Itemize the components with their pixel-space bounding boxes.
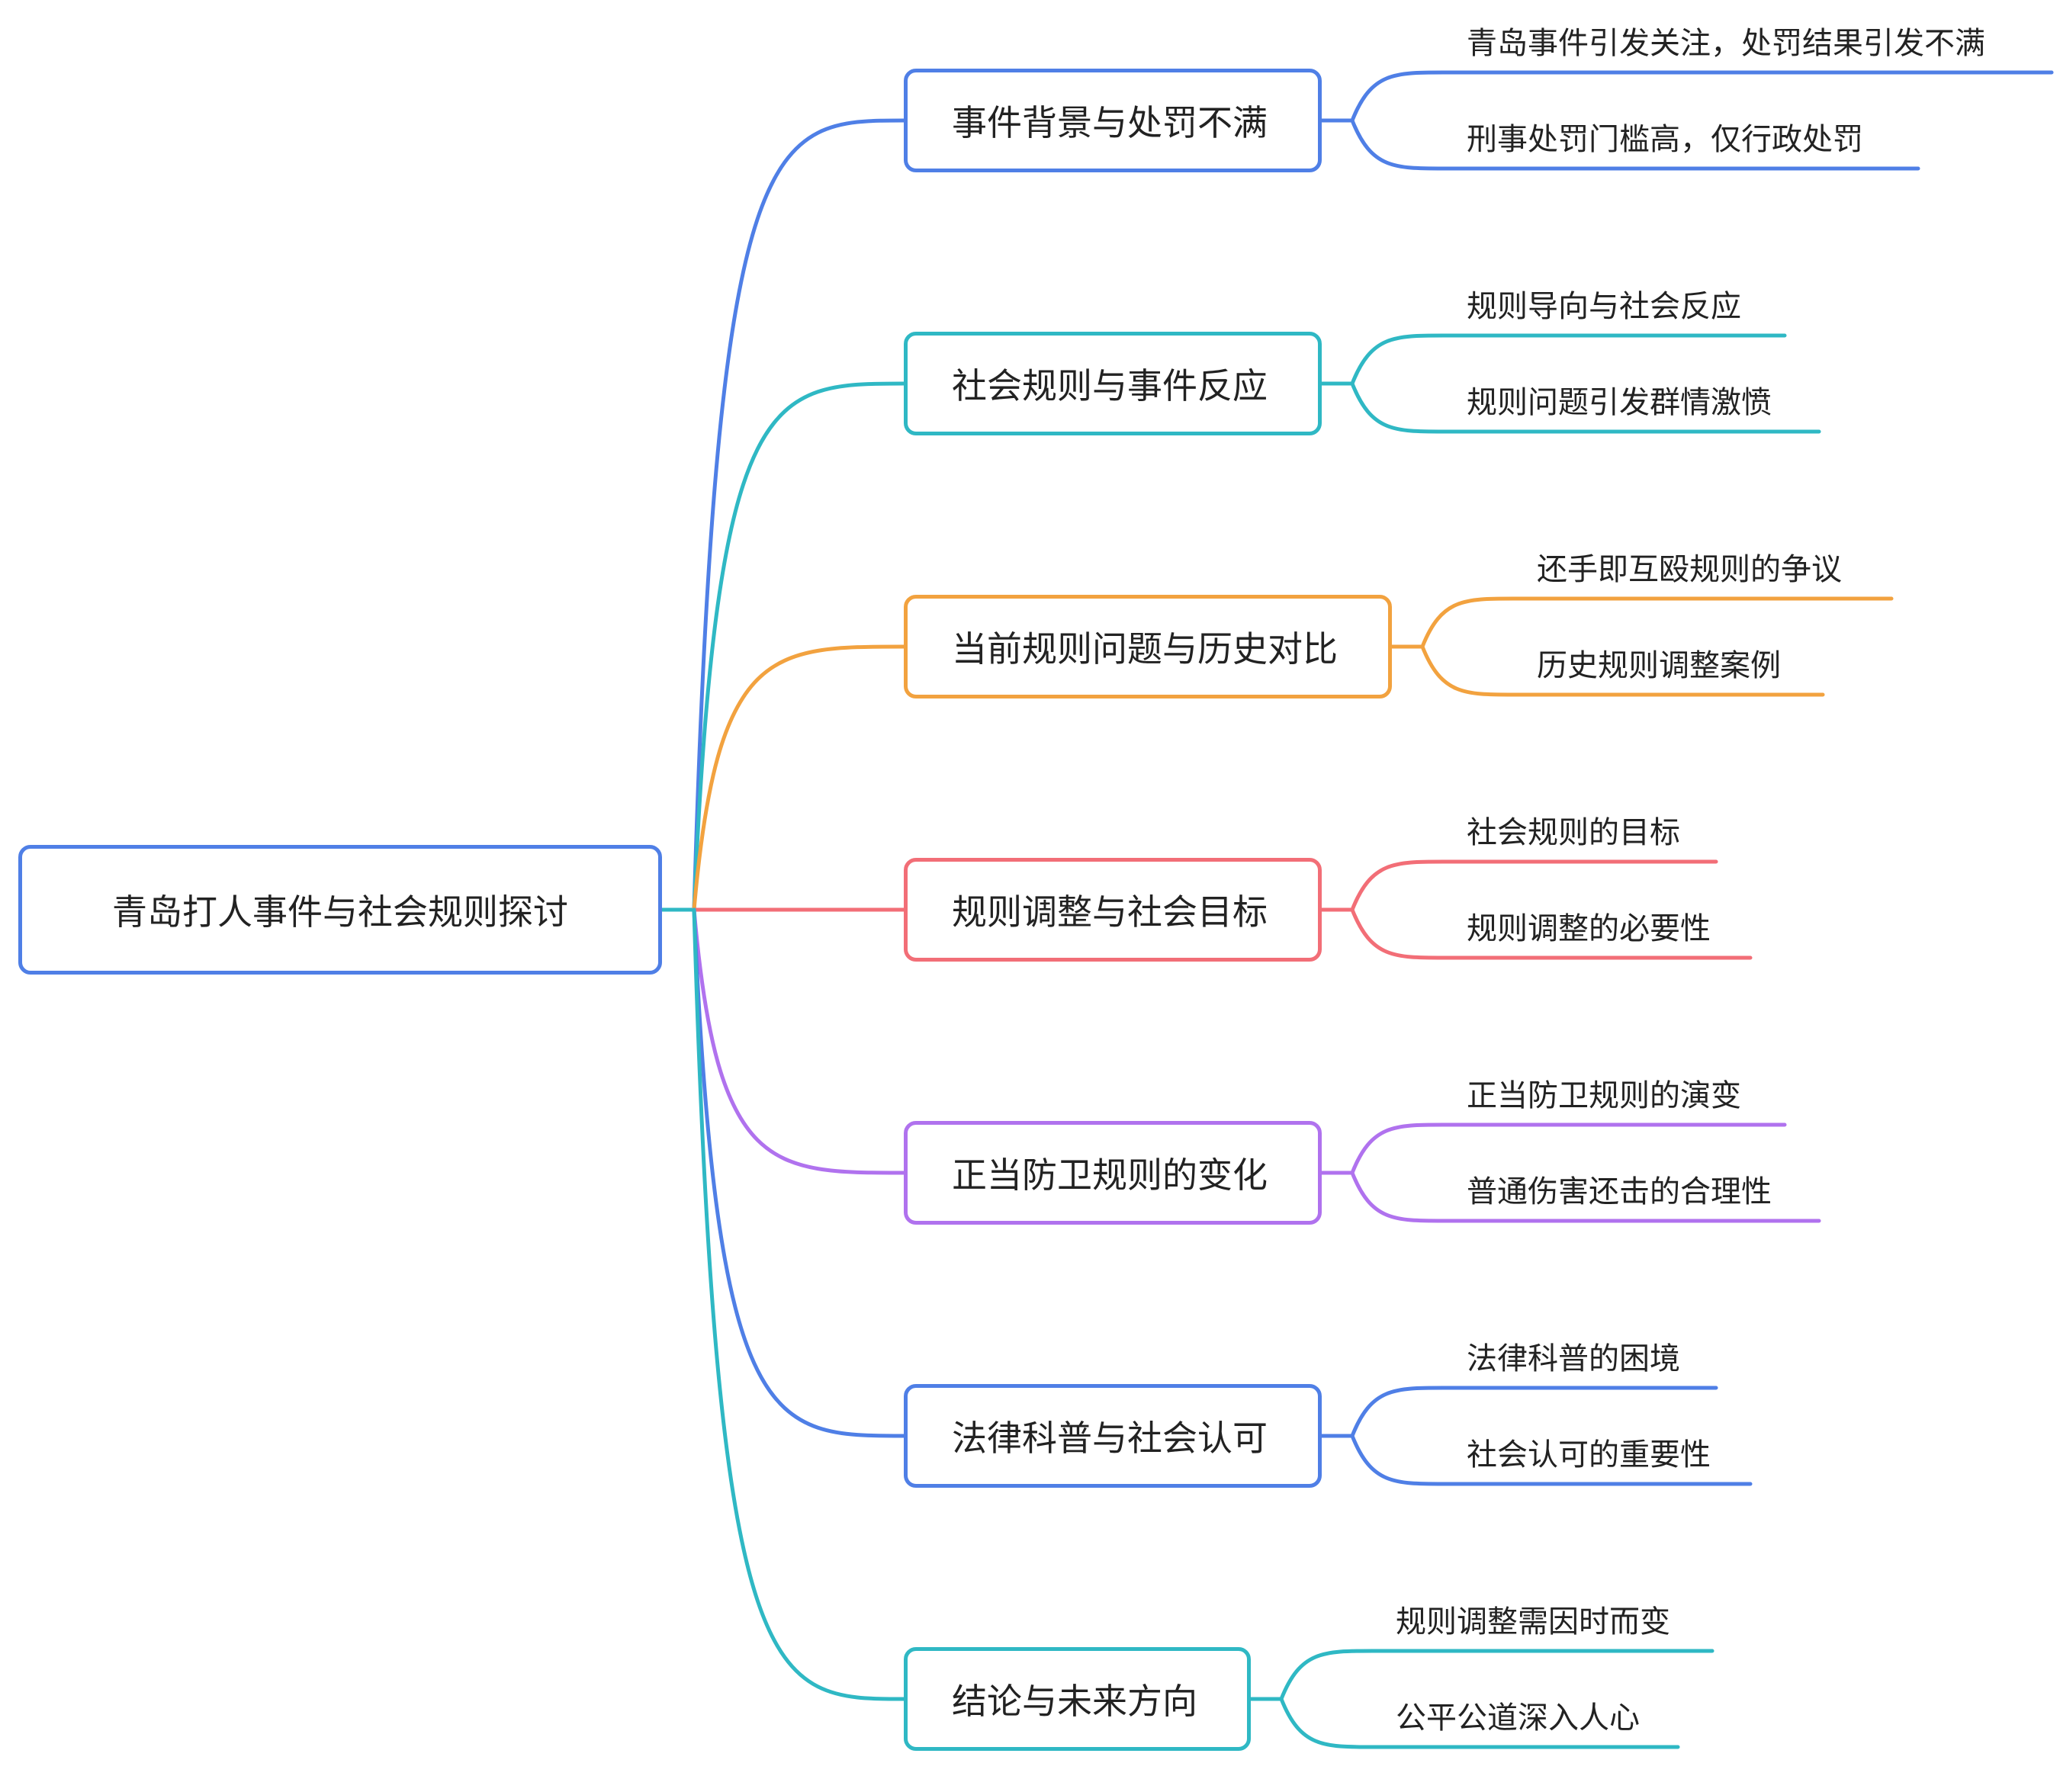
leaf-connector bbox=[1420, 596, 1894, 649]
leaf-connector bbox=[1350, 70, 2054, 123]
leaf-connector bbox=[1420, 644, 1825, 697]
branch-node-history[interactable]: 当前规则问题与历史对比 bbox=[904, 595, 1392, 698]
branch-label: 规则调整与社会目标 bbox=[952, 891, 1268, 933]
root-node[interactable]: 青岛打人事件与社会规则探讨 bbox=[18, 845, 662, 975]
branch-connector bbox=[692, 118, 906, 912]
branch-node-adjustment[interactable]: 规则调整与社会目标 bbox=[904, 858, 1322, 962]
leaf-label[interactable]: 社会认可的重要性 bbox=[1467, 1437, 1711, 1472]
branch-connector bbox=[692, 907, 906, 1438]
leaf-connector bbox=[1350, 1386, 1718, 1438]
leaf-label[interactable]: 法律科普的困境 bbox=[1467, 1341, 1680, 1376]
leaf-label[interactable]: 规则问题引发群情激愤 bbox=[1467, 385, 1772, 420]
branch-connector bbox=[692, 644, 906, 912]
root-label: 青岛打人事件与社会规则探讨 bbox=[112, 891, 568, 933]
branch-connector bbox=[692, 381, 906, 912]
leaf-label[interactable]: 公平公道深入人心 bbox=[1396, 1700, 1640, 1736]
branch-node-legal-education[interactable]: 法律科普与社会认可 bbox=[904, 1384, 1322, 1488]
leaf-connector bbox=[1350, 333, 1787, 386]
branch-label: 结论与未来方向 bbox=[952, 1681, 1197, 1722]
leaf-label[interactable]: 青岛事件引发关注，处罚结果引发不满 bbox=[1467, 26, 1985, 61]
leaf-label[interactable]: 普通伤害还击的合理性 bbox=[1467, 1174, 1772, 1209]
branch-node-self-defense[interactable]: 正当防卫规则的变化 bbox=[904, 1121, 1322, 1225]
leaf-label[interactable]: 还手即互殴规则的争议 bbox=[1537, 552, 1842, 587]
leaf-connector bbox=[1350, 1434, 1753, 1486]
branch-node-background[interactable]: 事件背景与处罚不满 bbox=[904, 69, 1322, 172]
branch-node-conclusion[interactable]: 结论与未来方向 bbox=[904, 1647, 1251, 1751]
branch-label: 事件背景与处罚不满 bbox=[952, 102, 1268, 143]
leaf-connector bbox=[1350, 907, 1753, 960]
leaf-connector bbox=[1350, 1122, 1787, 1175]
branch-node-social-rules[interactable]: 社会规则与事件反应 bbox=[904, 332, 1322, 435]
branch-label: 社会规则与事件反应 bbox=[952, 365, 1268, 406]
branch-label: 当前规则问题与历史对比 bbox=[952, 628, 1338, 670]
leaf-connector bbox=[1279, 1649, 1715, 1701]
leaf-connector bbox=[1350, 381, 1821, 434]
leaf-label[interactable]: 规则调整需因时而变 bbox=[1396, 1604, 1670, 1639]
leaf-connector bbox=[1279, 1697, 1680, 1749]
leaf-connector bbox=[1350, 118, 1920, 171]
leaf-label[interactable]: 刑事处罚门槛高，仅行政处罚 bbox=[1467, 122, 1863, 157]
leaf-label[interactable]: 规则调整的必要性 bbox=[1467, 911, 1711, 946]
leaf-label[interactable]: 历史规则调整案例 bbox=[1537, 648, 1781, 683]
branch-label: 正当防卫规则的变化 bbox=[952, 1155, 1268, 1196]
branch-label: 法律科普与社会认可 bbox=[952, 1418, 1268, 1459]
branch-connector bbox=[692, 907, 906, 1701]
leaf-label[interactable]: 规则导向与社会反应 bbox=[1467, 289, 1741, 324]
branch-connector bbox=[692, 907, 906, 1175]
leaf-label[interactable]: 社会规则的目标 bbox=[1467, 815, 1680, 850]
leaf-connector bbox=[1350, 859, 1718, 912]
leaf-connector bbox=[1350, 1171, 1821, 1223]
leaf-label[interactable]: 正当防卫规则的演变 bbox=[1467, 1078, 1741, 1113]
